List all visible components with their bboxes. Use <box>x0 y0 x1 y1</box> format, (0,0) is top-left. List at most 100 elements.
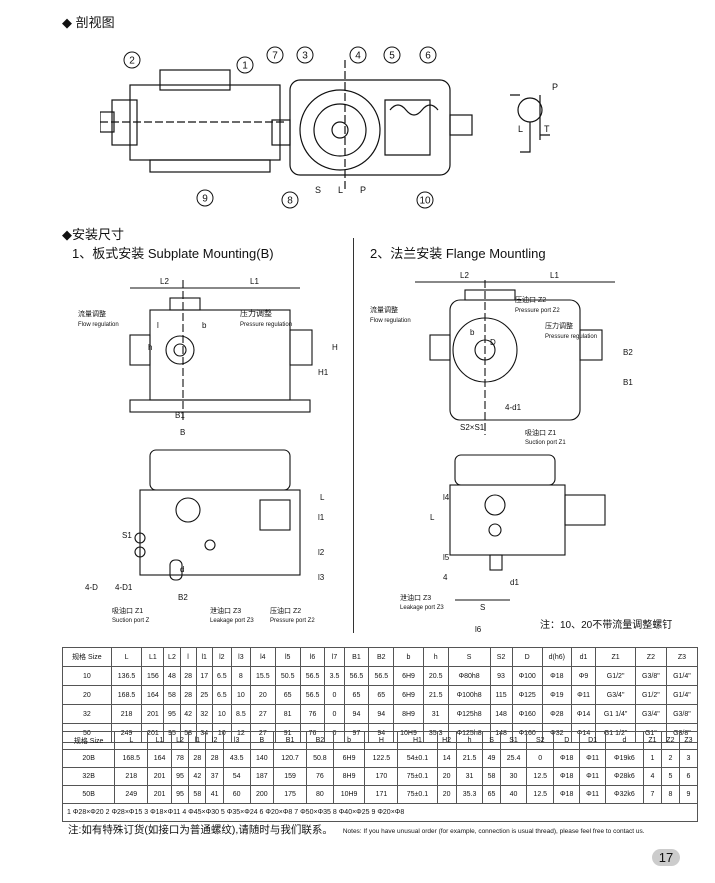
table-cell: 65 <box>368 685 395 705</box>
table-cell: G1/4" <box>665 685 699 705</box>
callout-circle <box>266 46 284 64</box>
table-cell: 37 <box>205 767 224 786</box>
table-cell: Φ100h8 <box>447 685 491 705</box>
table-cell: 218 <box>110 704 143 724</box>
table-cell: Φ28k6 <box>604 767 645 786</box>
dimension-label: d <box>180 565 184 574</box>
table-cell: 76 <box>299 704 326 724</box>
table-cell: 28 <box>188 749 207 768</box>
table-cell: 9 <box>678 785 699 804</box>
table-cell: 25.4 <box>499 749 528 768</box>
table-cell: G1 1/4" <box>595 704 636 724</box>
table-cell: 168.5 <box>114 749 149 768</box>
table-cell: G3/4" <box>595 685 636 705</box>
table-cell: 218 <box>114 767 149 786</box>
table-cell: Φ18 <box>541 666 572 686</box>
table-cell: Φ11 <box>579 749 606 768</box>
note-cn: 注:如有特殊订货(如接口为普通螺纹),请随时与我们联系。 <box>68 824 333 836</box>
column-header: L1 <box>141 647 165 667</box>
column-header: Z1 <box>643 731 662 750</box>
callout-number: 2 <box>129 56 135 67</box>
dimension-label: B1 <box>623 378 633 387</box>
table-cell: G1/4" <box>665 666 699 686</box>
column-header: D <box>553 731 581 750</box>
table-cell: 5 <box>660 767 680 786</box>
column-header: d <box>604 731 645 750</box>
table-cell: 56.5 <box>343 666 370 686</box>
dimension-label: d1 <box>510 578 519 587</box>
table-cell: 0 <box>324 704 345 724</box>
column-header: B <box>249 731 275 750</box>
table-cell: 95 <box>170 785 190 804</box>
table-cell: 0 <box>324 685 345 705</box>
table-cell: 8 <box>660 785 680 804</box>
dimension-label: l1 <box>318 513 325 522</box>
callout-number: 8 <box>287 196 293 207</box>
pressure-port-en: Pressure port Z2 <box>515 308 560 314</box>
column-header: l5 <box>274 647 301 667</box>
pressure-port-en: Pressure port Z2 <box>270 618 315 624</box>
dimension-label: l3 <box>318 573 325 582</box>
table-cell: 75±0.1 <box>397 767 438 786</box>
dimension-label: l2 <box>318 548 325 557</box>
dimension-label: 4-D1 <box>115 583 133 592</box>
table-cell: 42 <box>188 767 207 786</box>
callout-number: 5 <box>389 51 395 62</box>
note-en: Notes: If you have unusual order (for ex… <box>342 828 645 835</box>
dimension-label: l4 <box>443 493 450 502</box>
table-cell: G1/2" <box>595 666 636 686</box>
table-cell: Φ18 <box>553 767 581 786</box>
column-header: D1 <box>579 731 606 750</box>
dimension-label: b <box>202 321 207 330</box>
table-cell: 8.5 <box>230 704 251 724</box>
dimension-label: 4-d1 <box>505 403 522 412</box>
port-label-l: L <box>338 185 343 195</box>
callout-number: 7 <box>272 51 278 62</box>
column-header: B1 <box>343 647 370 667</box>
table-cell: 15.5 <box>249 666 276 686</box>
flange-mounting-title: 2、法兰安装 Flange Mountling <box>370 246 546 261</box>
table-cell: Φ18 <box>553 749 581 768</box>
table-cell: 164 <box>141 685 165 705</box>
dimension-label: B2 <box>623 348 633 357</box>
dimension-label: h <box>148 343 152 352</box>
pressure-port-label: 压油口 Z2 <box>270 606 301 615</box>
table-cell: G3/8" <box>634 666 667 686</box>
table-cell: Φ14 <box>570 704 597 724</box>
table-cell: 80 <box>306 785 334 804</box>
table-cell: 148 <box>489 704 513 724</box>
table-cell: 159 <box>273 767 308 786</box>
table-cell: 42 <box>179 704 197 724</box>
table-cell: 170 <box>364 767 399 786</box>
callout-circle <box>419 46 437 64</box>
table-cell: 120.7 <box>273 749 308 768</box>
table-cell: 65 <box>274 685 301 705</box>
suction-port-label: 吸油口 Z1 <box>525 428 556 437</box>
column-header: 规格 Size <box>62 647 112 667</box>
table-cell: 6H9 <box>332 749 366 768</box>
column-header: S <box>482 731 501 750</box>
column-header: S1 <box>499 731 528 750</box>
column-header: Z3 <box>665 647 699 667</box>
callout-number: 1 <box>242 61 248 72</box>
suction-port-label: 吸油口 Z1 <box>112 606 143 615</box>
dimension-label: H1 <box>318 368 329 377</box>
column-header: Z1 <box>595 647 636 667</box>
callout-number: 4 <box>355 51 361 62</box>
callout-circle <box>296 46 314 64</box>
leakage-port-label: 泄油口 Z3 <box>210 606 241 615</box>
column-header: l7 <box>324 647 345 667</box>
table-cell: 32 <box>62 704 112 724</box>
table-cell: 3.5 <box>324 666 345 686</box>
table-cell: 30 <box>499 767 528 786</box>
subplate-mounting-title: 1、板式安装 Subplate Mounting(B) <box>72 246 274 261</box>
column-header: S2 <box>526 731 555 750</box>
table-cell: 8H9 <box>393 704 424 724</box>
column-header: b <box>332 731 366 750</box>
dimension-label: B <box>180 428 185 437</box>
table-cell: 78 <box>170 749 190 768</box>
